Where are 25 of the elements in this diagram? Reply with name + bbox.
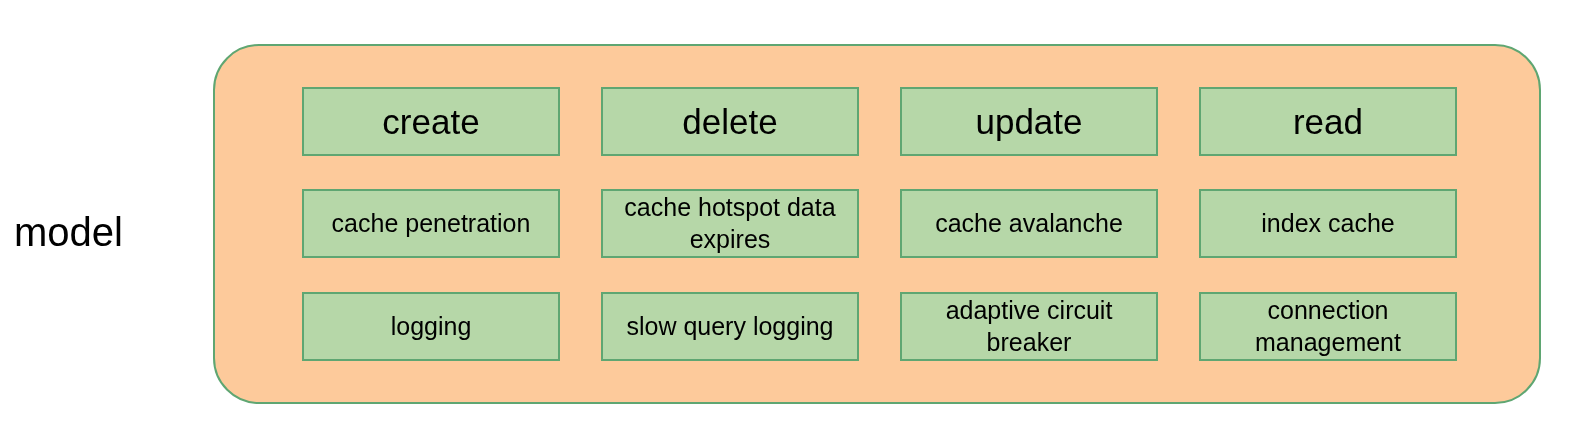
process-box <box>900 87 1158 156</box>
process-box <box>302 87 560 156</box>
box-label: adaptive circuit breaker <box>944 295 1114 358</box>
box-label: logging <box>390 310 472 342</box>
box-label: update <box>975 100 1083 143</box>
process-box <box>900 189 1158 258</box>
box-label: cache avalanche <box>935 207 1123 239</box>
box-label: read <box>1292 100 1364 143</box>
box-label: slow query logging <box>626 310 834 342</box>
process-box <box>900 292 1158 361</box>
process-box <box>601 87 859 156</box>
box-label: delete <box>682 100 778 143</box>
process-box <box>601 292 859 361</box>
box-label: index cache <box>1261 207 1395 239</box>
box-label: connection management <box>1254 295 1402 358</box>
group-heading: model <box>14 209 123 256</box>
process-box <box>601 189 859 258</box>
process-box <box>302 292 560 361</box>
process-box <box>1199 292 1457 361</box>
box-label: cache hotspot data expires <box>623 192 837 255</box>
process-box <box>302 189 560 258</box>
process-box <box>1199 189 1457 258</box>
box-label: cache penetration <box>331 207 531 239</box>
box-label: create <box>382 100 480 143</box>
process-box <box>1199 87 1457 156</box>
